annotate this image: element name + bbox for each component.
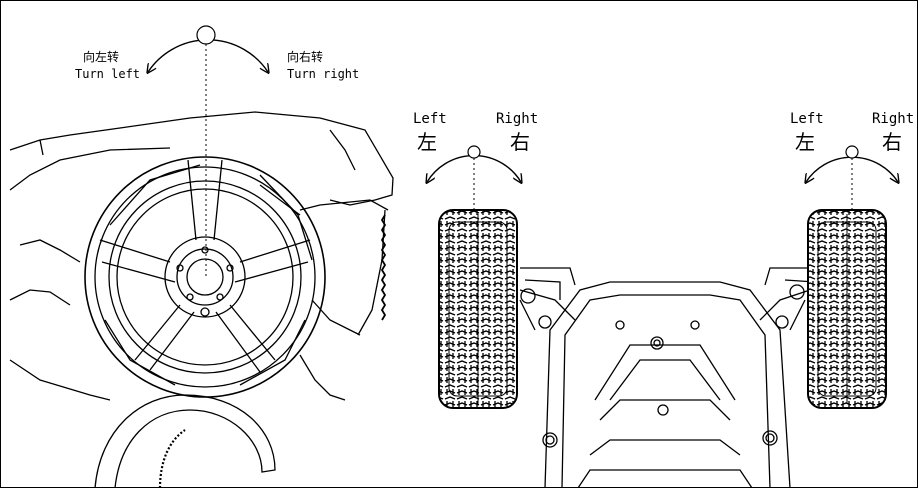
right-tire-right-en-label: Right — [872, 111, 915, 127]
left-tire-left-cn-label: 左 — [417, 130, 437, 154]
left-tire — [438, 209, 518, 409]
left-tire-right-cn-label: 右 — [510, 130, 530, 154]
car-front-illustration — [519, 267, 816, 488]
left-tire-right-en-label: Right — [496, 111, 539, 127]
right-tire-left-cn-label: 左 — [795, 130, 815, 154]
right-tire — [807, 209, 887, 409]
turn-right-cn-label: 向右转 — [287, 50, 324, 64]
left-tire-turn-arrow — [427, 145, 521, 212]
right-tire-right-cn-label: 右 — [882, 130, 902, 154]
turn-left-en-label: Turn left — [75, 67, 141, 81]
left-tire-left-en-label: Left — [413, 111, 447, 127]
right-tire-left-en-label: Left — [790, 111, 824, 127]
right-tire-turn-arrow — [806, 145, 898, 212]
turn-left-cn-label: 向左转 — [83, 50, 120, 64]
turn-right-en-label: Turn right — [287, 67, 360, 81]
transmitter-illustration — [9, 111, 394, 488]
pivot-dot — [196, 25, 216, 45]
turn-indicator-arrow — [148, 25, 268, 277]
